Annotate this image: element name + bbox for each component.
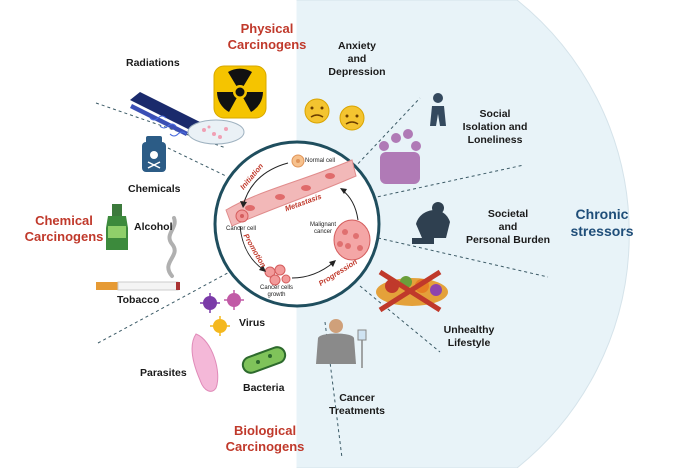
cancer-treatments-label: Cancer Treatments — [322, 392, 392, 418]
normal-cell-label: Normal cell — [305, 158, 336, 164]
chemical-line1: Chemical — [35, 213, 93, 228]
alcohol-bottle-icon — [106, 204, 128, 250]
right-connectors — [324, 97, 549, 459]
anxiety-line1: Anxiety — [338, 40, 376, 52]
cigarette-icon — [96, 281, 180, 291]
social-line3: Loneliness — [467, 134, 523, 146]
parasites-label: Parasites — [140, 367, 187, 379]
anxiety-line2: and — [347, 53, 367, 65]
chronic-stressors-panel — [295, 0, 630, 468]
malignant-cancer-icon — [333, 219, 371, 261]
unhealthy-lifestyle-label: Unhealthy Lifestyle — [434, 324, 504, 350]
physical-carcinogens-label: Physical Carcinogens — [222, 21, 312, 53]
uv-lamp-icon — [130, 92, 200, 137]
societal-line3: Personal Burden — [465, 234, 551, 246]
anxiety-emoji-icons — [304, 98, 365, 131]
virus-icons — [200, 290, 244, 336]
chemical-carcinogens-label: Chemical Carcinogens — [22, 213, 106, 245]
malignant-line2: cancer — [314, 229, 333, 235]
bacteria-icon — [241, 346, 287, 374]
treatments-line2: Treatments — [328, 405, 386, 417]
metastasis-vessel — [225, 159, 357, 227]
cancer-cells-growth-label: Cancer cells growth — [260, 285, 293, 299]
anxiety-depression-label: Anxiety and Depression — [322, 40, 392, 79]
lifestyle-line1: Unhealthy — [443, 324, 495, 336]
biological-line2: Carcinogens — [225, 439, 305, 454]
physical-line2: Carcinogens — [227, 37, 307, 52]
tobacco-label: Tobacco — [117, 294, 160, 306]
chronic-line2: stressors — [570, 223, 634, 239]
bacteria-label: Bacteria — [243, 382, 285, 394]
chemicals-label: Chemicals — [128, 183, 181, 195]
burden-person-icon — [412, 202, 450, 244]
radiation-icon — [213, 65, 267, 119]
growth-line2: growth — [267, 292, 286, 298]
smoke-icon — [166, 216, 177, 278]
group-people-icon — [379, 129, 421, 184]
patient-icon — [316, 319, 367, 368]
unhealthy-food-icon — [376, 269, 448, 313]
treatments-line1: Cancer — [339, 392, 375, 404]
lifestyle-line2: Lifestyle — [447, 337, 491, 349]
chronic-line1: Chronic — [575, 206, 629, 222]
cancer-cell-label: Cancer cell — [226, 226, 257, 232]
malignant-line1: Malignant — [310, 222, 337, 228]
social-line2: Isolation and — [462, 121, 528, 133]
social-isolation-label: Social Isolation and Loneliness — [455, 108, 535, 147]
chemical-line2: Carcinogens — [24, 229, 104, 244]
cancer-cells-growth-icon — [264, 264, 291, 286]
anxiety-line3: Depression — [328, 66, 386, 78]
social-line1: Social — [479, 108, 511, 120]
metastasis-cells — [245, 173, 335, 211]
cycle-arrowheads — [240, 188, 347, 272]
radiations-label: Radiations — [126, 57, 180, 69]
petri-dish-icon — [187, 119, 245, 145]
malignant-cancer-label: Malignant cancer — [310, 222, 336, 236]
virus-label: Virus — [239, 317, 266, 329]
alcohol-label: Alcohol — [134, 221, 173, 233]
physical-line1: Physical — [240, 21, 294, 36]
growth-line1: Cancer cells — [260, 285, 294, 291]
parasite-icon — [191, 333, 219, 392]
biological-carcinogens-label: Biological Carcinogens — [220, 423, 310, 455]
societal-burden-label: Societal and Personal Burden — [460, 208, 556, 247]
societal-line1: Societal — [487, 208, 529, 220]
societal-line2: and — [498, 221, 518, 233]
lonely-person-icon — [430, 93, 446, 126]
chemical-bottle-icon — [142, 136, 166, 172]
chronic-stressors-label: Chronic stressors — [562, 206, 642, 240]
biological-line1: Biological — [233, 423, 297, 438]
